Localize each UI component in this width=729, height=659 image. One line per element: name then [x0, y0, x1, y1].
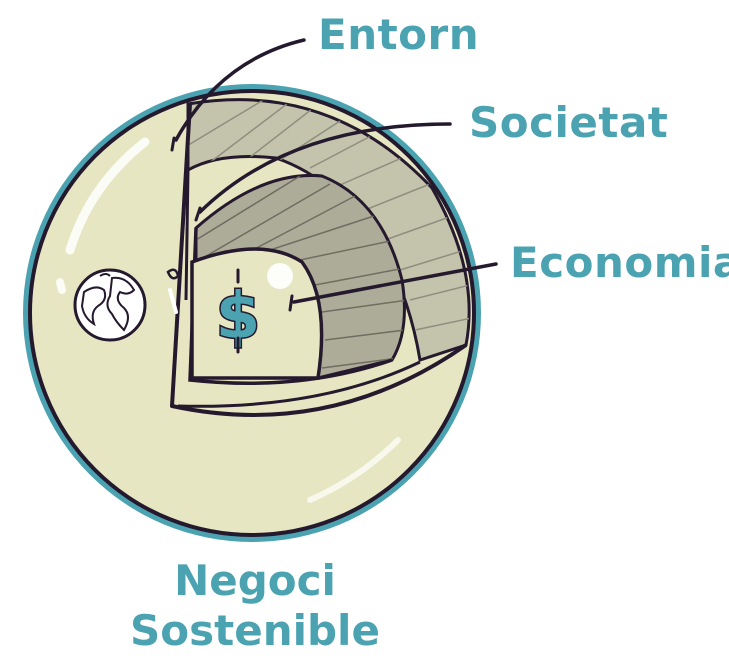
label-environment: Entorn: [318, 10, 480, 59]
diagram-title-line2: Sostenible: [130, 605, 380, 655]
diagram-title-line1: Negoci: [174, 556, 336, 605]
cutaway-wedge-outline: [170, 103, 468, 417]
cutaway-inner-edge: [177, 169, 421, 408]
sphere-highlight-dot: [56, 278, 66, 294]
label-society: Societat: [469, 98, 669, 147]
sphere-highlight: [65, 137, 150, 255]
leader-line-environment-tick: [170, 136, 176, 152]
leader-line-economy: [292, 262, 498, 304]
leader-line-society: [198, 122, 452, 214]
diagram-title: Negoci Sostenible: [90, 556, 420, 655]
sphere-highlight-bottom: [307, 437, 401, 503]
leader-line-society-tick: [194, 206, 202, 222]
bubble-small-mark: [166, 268, 180, 280]
bubble-small-mark-2: [168, 288, 178, 314]
leader-line-economy-tick: [288, 294, 294, 312]
globe-icon: [73, 268, 147, 342]
society-layer-hatching: [196, 175, 405, 369]
society-wedge-outline: [188, 227, 393, 386]
economy-core-highlight: [267, 263, 293, 289]
environment-layer-hatching: [188, 99, 470, 331]
label-economy: Economia: [510, 238, 729, 287]
leader-line-environment: [174, 38, 306, 142]
